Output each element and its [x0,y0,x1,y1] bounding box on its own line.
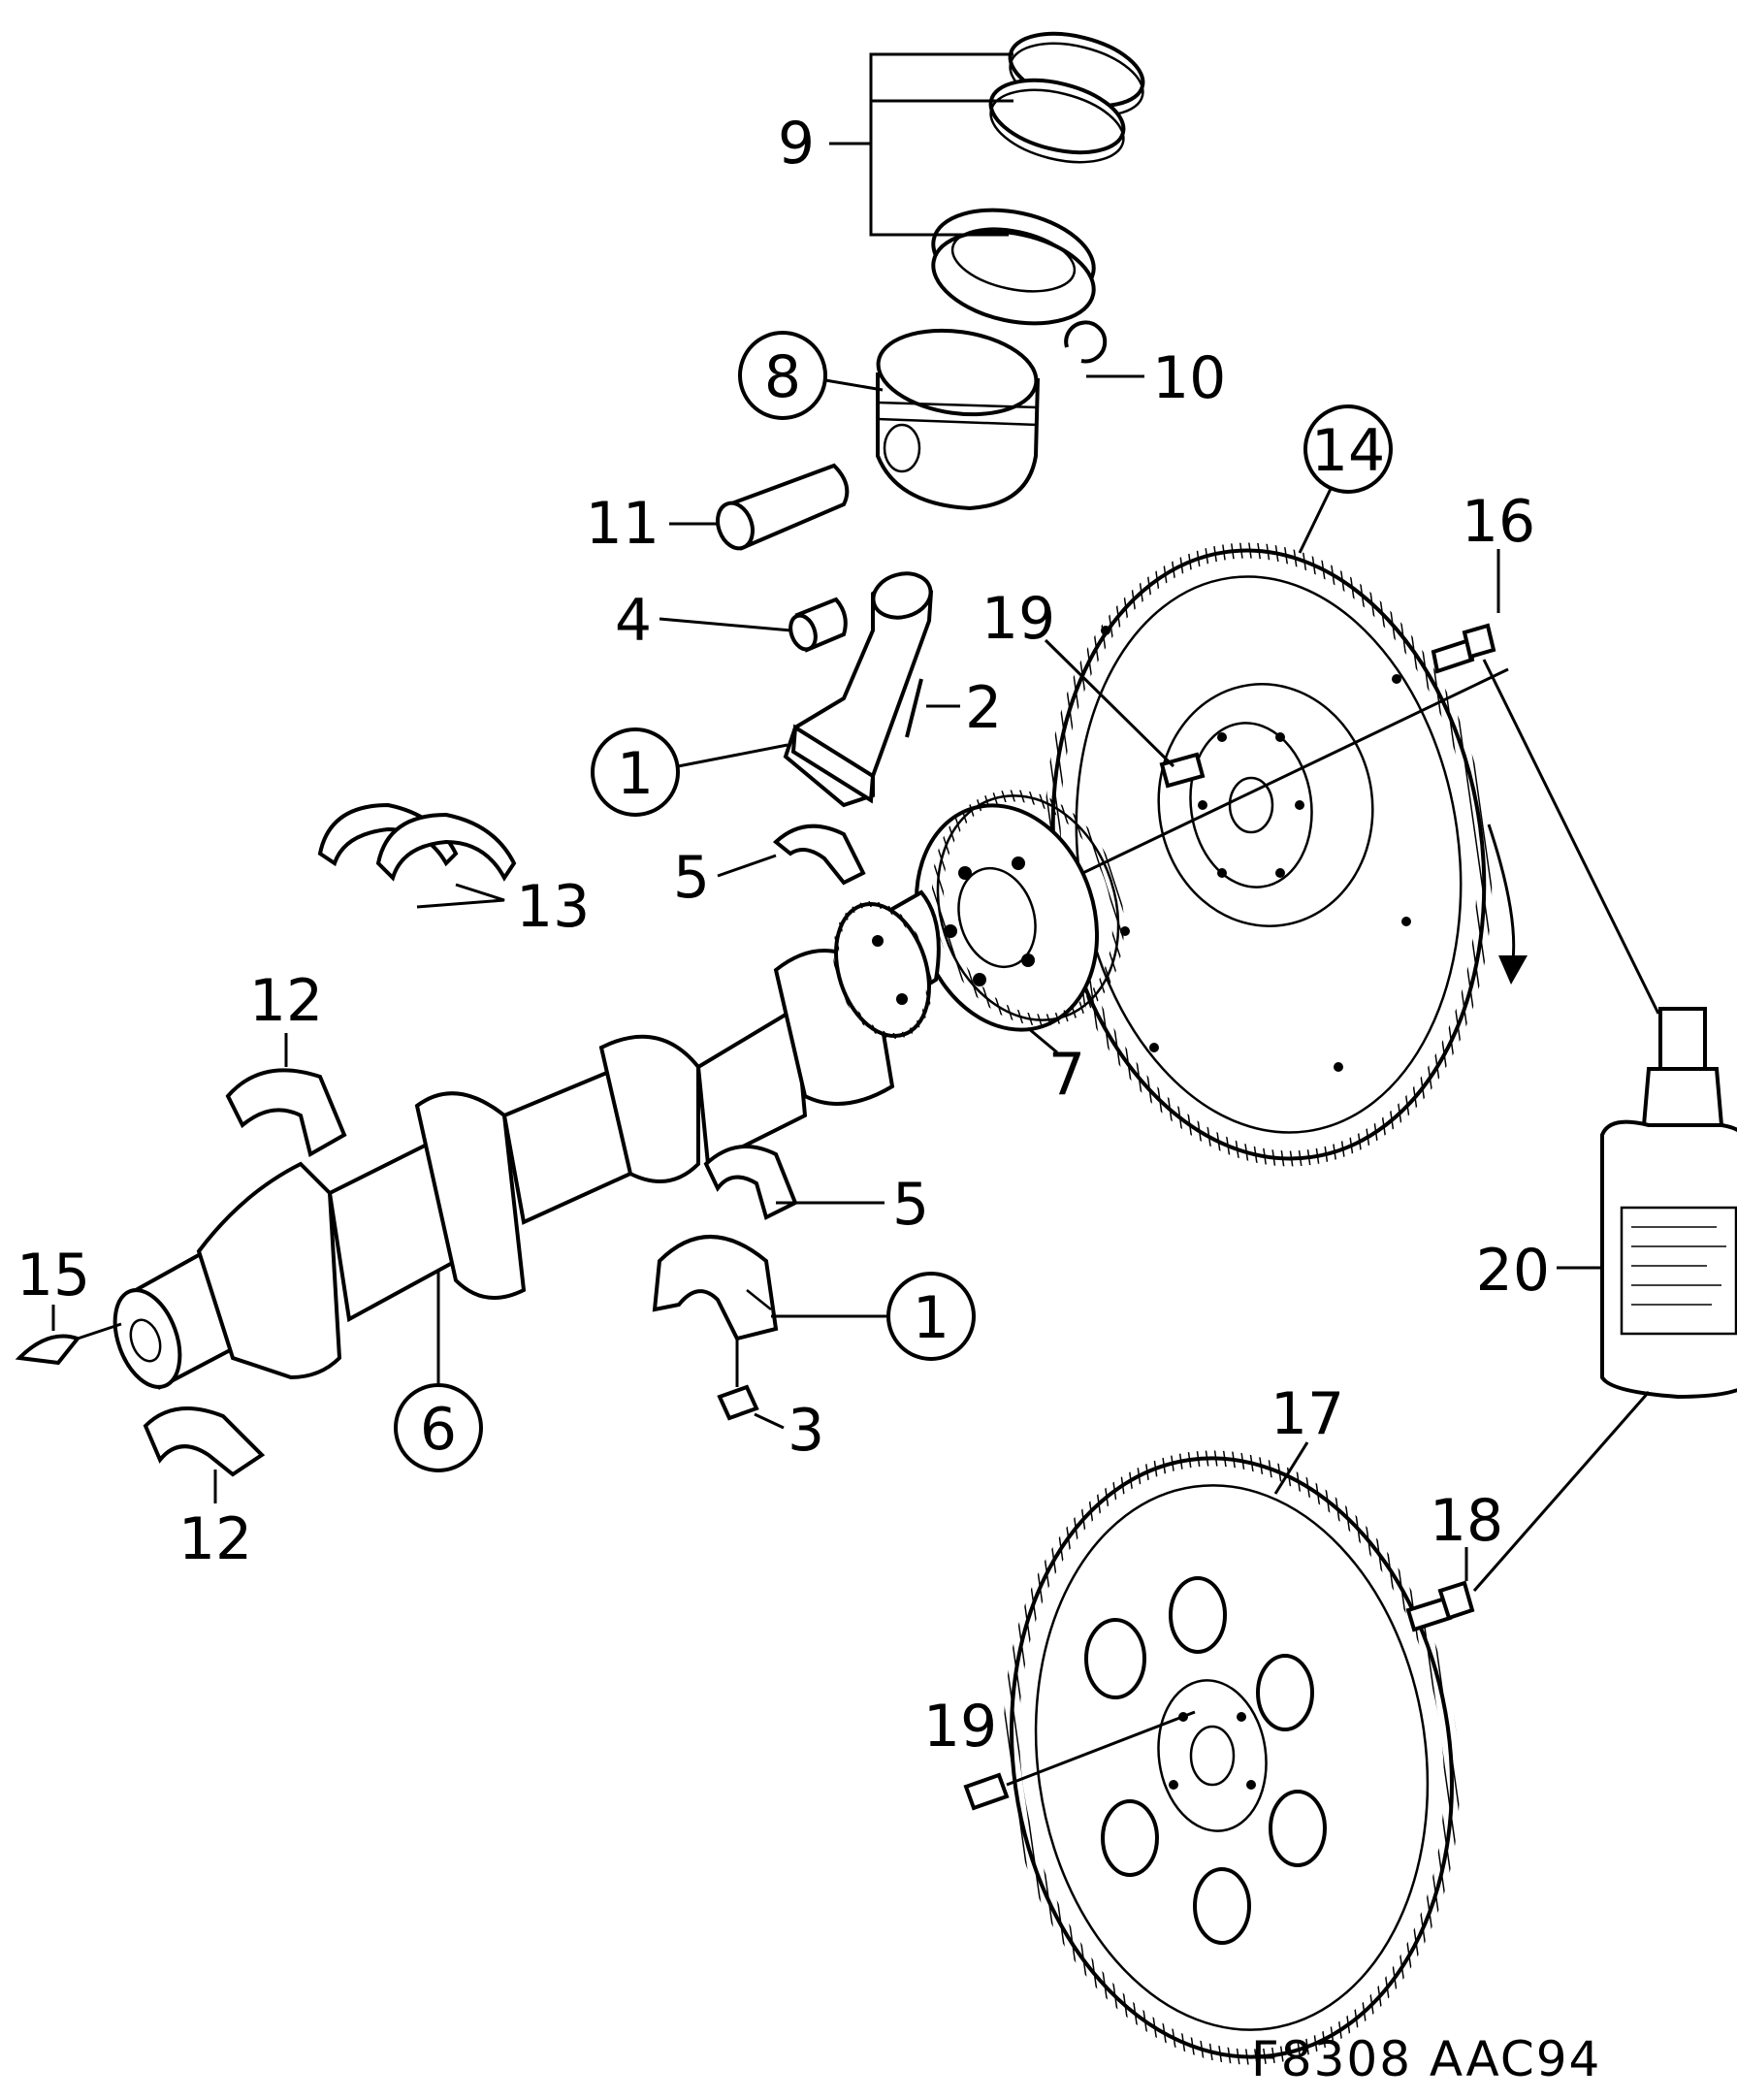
leader-15-axis [77,1322,122,1341]
callout-5-lower: 5 [892,1171,929,1239]
leader-1-upper [677,743,788,768]
woodruff-key [15,1334,81,1366]
thrust-washers [317,802,517,882]
leader-14 [1298,488,1333,554]
callout-12-upper: 12 [249,967,323,1035]
flywheel-bolt [1431,623,1496,674]
piston-rings [931,31,1145,326]
leader-4 [659,617,792,632]
thread-locking-bottle [1600,1007,1737,1400]
callout-12-lower: 12 [178,1505,252,1573]
callout-2: 2 [965,674,1002,742]
callout-4: 4 [615,587,652,655]
callout-1-upper: 1 [617,740,654,808]
callout-8: 8 [764,343,801,411]
leader-3 [754,1412,785,1430]
callout-circle-1-upper [591,727,680,817]
big-end-cap [652,1235,779,1341]
callout-10: 10 [1152,344,1226,412]
main-bearing-shell-12-upper [225,1068,347,1158]
gudgeon-pin [716,463,850,551]
circlip [1064,320,1108,364]
callout-20: 20 [1476,1237,1550,1305]
flex-plate [1004,1450,1460,2065]
connecting-rod [783,571,934,808]
callout-15: 15 [16,1242,90,1309]
rotation-arrow [1487,824,1516,961]
leader-20-to-16 [1482,659,1660,1015]
leader-9 [829,52,1013,237]
leader-19-lower [1006,1710,1196,1787]
main-bearing-shell-12-lower [143,1406,266,1477]
crankshaft [113,889,941,1390]
callout-17: 17 [1271,1380,1344,1448]
callout-6: 6 [420,1396,457,1464]
callout-circle-8 [738,331,827,420]
flywheel [1045,542,1493,1167]
timing-wheel [914,790,1125,1032]
callout-19-lower: 19 [923,1693,997,1761]
dowel-pin-lower [963,1772,1010,1811]
callout-14: 14 [1311,417,1385,485]
callout-5-upper: 5 [673,844,710,912]
callout-16: 16 [1462,488,1535,556]
flex-plate-bolt [1405,1580,1475,1632]
piston [876,328,1040,511]
callout-circle-14 [1303,404,1393,494]
big-end-nut [717,1339,759,1421]
callout-9: 9 [778,110,815,178]
dowel-pin-upper [1159,752,1206,789]
callout-7: 7 [1048,1041,1085,1109]
callout-13: 13 [516,873,590,941]
small-end-bush [788,597,848,653]
leader-8 [824,378,884,392]
callout-18: 18 [1430,1487,1503,1555]
leader-19-upper [1044,638,1175,768]
leader-20-to-18 [1472,1391,1651,1592]
main-bearing-shell-lower [703,1145,798,1220]
leader-7 [1027,1026,1058,1054]
leader-13 [416,883,505,909]
callout-11: 11 [586,490,659,558]
leader-5-upper [717,854,777,878]
callout-3: 3 [788,1397,824,1465]
leader-17 [1273,1441,1309,1495]
callout-1-lower: 1 [913,1284,949,1352]
figure-code: F8308 AAC94 [1251,2031,1601,2087]
callout-19-upper: 19 [981,585,1055,653]
main-bearing-shell-upper [772,824,866,886]
